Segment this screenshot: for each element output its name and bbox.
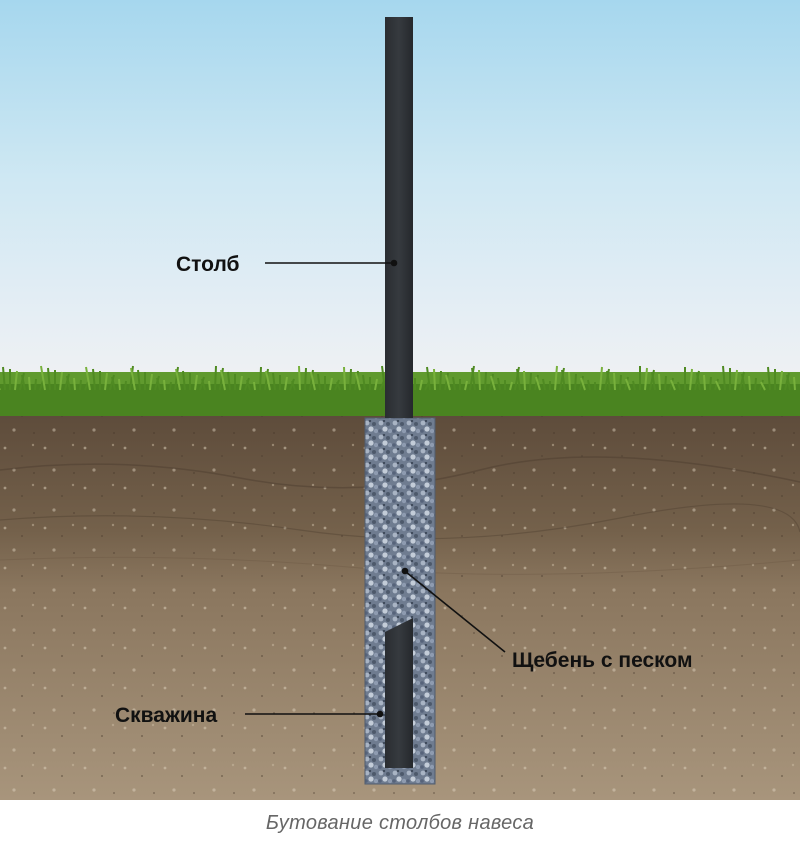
gravel-leader-line <box>405 571 506 653</box>
post <box>385 17 413 418</box>
post-leader-dot <box>390 259 398 267</box>
post-label: Столб <box>176 253 240 276</box>
figure-caption: Бутование столбов навеса <box>265 811 535 834</box>
gravel-label: Щебень с песком <box>512 649 692 672</box>
post-backfill-diagram: Столб Щебень с песком Скважина <box>0 0 800 800</box>
borehole-label: Скважина <box>115 704 217 727</box>
borehole-leader-dot <box>376 710 384 718</box>
post-underground <box>385 618 413 768</box>
gravel-leader-dot <box>401 567 409 575</box>
